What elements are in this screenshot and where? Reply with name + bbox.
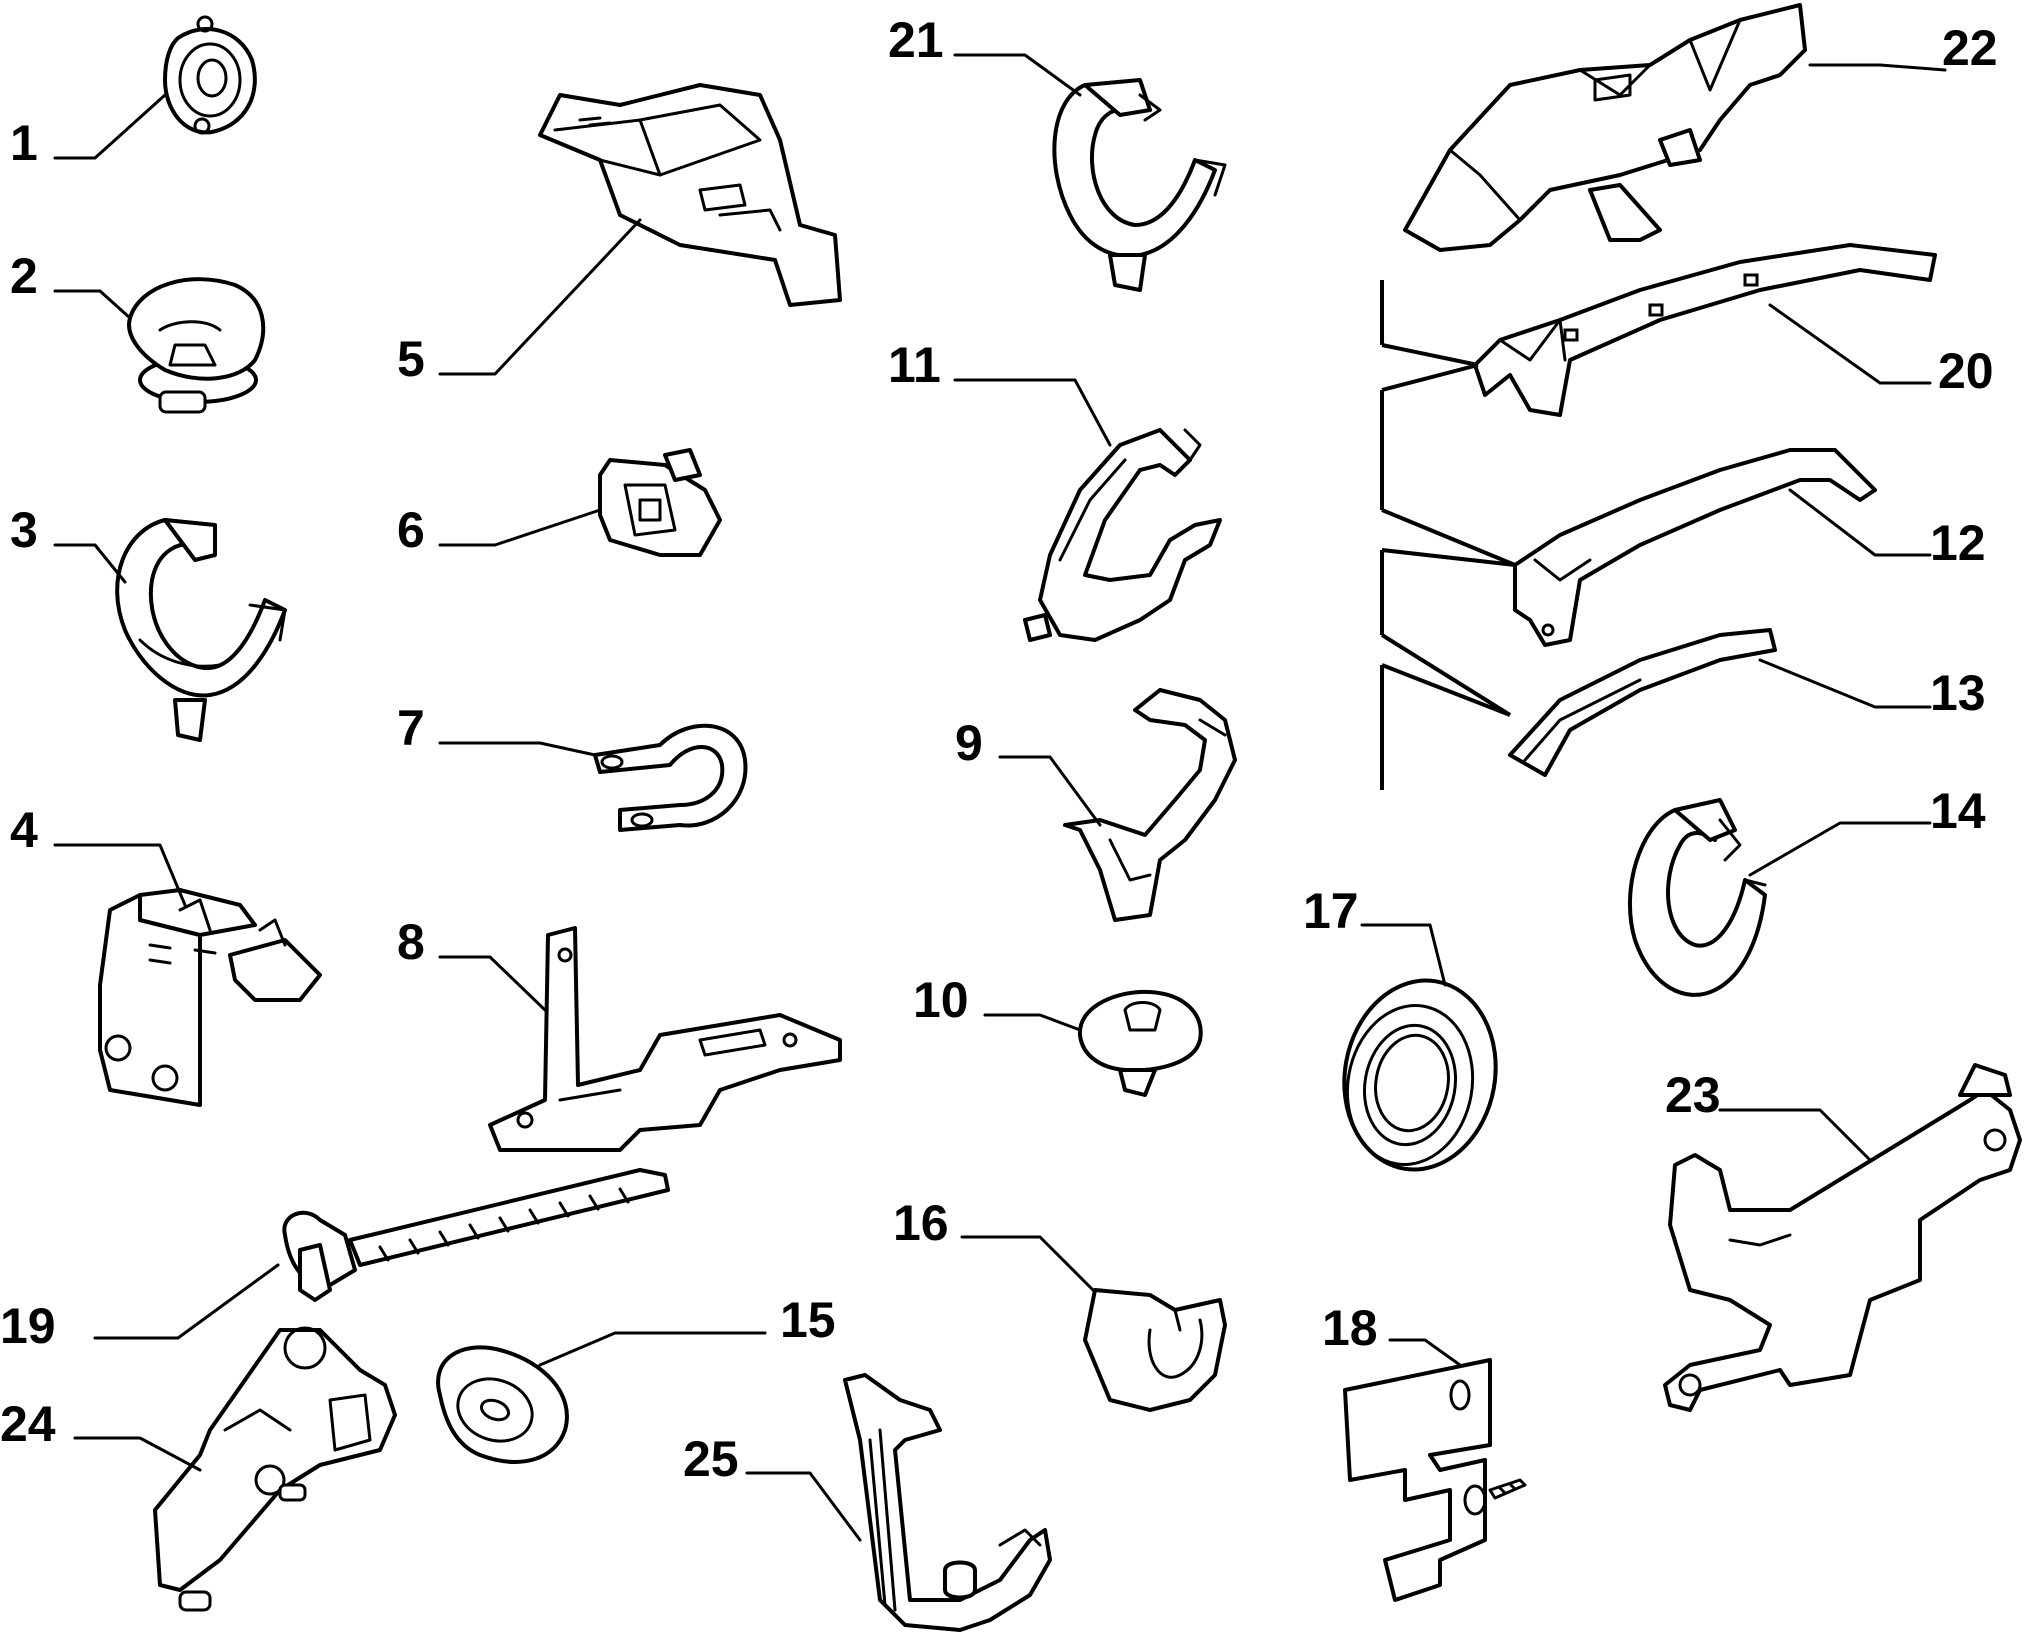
part-5-rail-drawing	[538, 83, 842, 307]
leader-4	[53, 843, 187, 907]
part-1-cap-drawing	[163, 15, 257, 135]
leader-25	[745, 1471, 862, 1542]
leader-15	[538, 1331, 767, 1367]
leader-10	[983, 1013, 1082, 1032]
leader-8	[438, 955, 547, 1012]
callout-24: 24	[0, 1396, 56, 1452]
leader-2	[53, 289, 132, 320]
part-8-strap-drawing	[488, 926, 842, 1152]
callout-15: 15	[780, 1292, 836, 1348]
leader-21	[953, 53, 1082, 97]
callout-25: 25	[683, 1431, 739, 1487]
callout-4: 4	[10, 802, 38, 858]
callout-18: 18	[1322, 1300, 1378, 1356]
leader-3	[53, 543, 127, 584]
leader-23	[1718, 1108, 1872, 1162]
callout-8: 8	[397, 914, 425, 970]
grouping-bracket	[1380, 280, 1516, 790]
part-21-clip-drawing	[1052, 78, 1227, 292]
callout-17: 17	[1303, 883, 1359, 939]
part-17-grommet-drawing	[1342, 978, 1498, 1172]
callout-6: 6	[397, 502, 425, 558]
leader-16	[960, 1235, 1097, 1294]
leader-24	[73, 1436, 202, 1472]
callout-22: 22	[1942, 20, 1998, 76]
callout-19: 19	[0, 1298, 56, 1354]
part-7-pclamp-drawing	[593, 723, 748, 832]
part-20-channel-drawing	[1473, 243, 1937, 417]
part-12-channel-drawing	[1513, 448, 1877, 647]
callout-16: 16	[893, 1195, 949, 1251]
part-9-clip-drawing	[1063, 688, 1237, 922]
part-18-plate-drawing	[1343, 1358, 1527, 1602]
part-3-clip-drawing	[115, 518, 287, 742]
part-4-bracket-drawing	[98, 888, 322, 1107]
leader-9	[998, 755, 1102, 827]
leader-7	[438, 741, 597, 757]
callout-7: 7	[397, 700, 425, 756]
part-10-rivet-drawing	[1077, 989, 1203, 1097]
part-13-tube-drawing	[1508, 628, 1777, 777]
leader-11	[953, 378, 1112, 447]
part-6-connector-drawing	[598, 448, 722, 557]
part-16-clamp-drawing	[1083, 1288, 1227, 1412]
callout-13: 13	[1930, 665, 1986, 721]
part-15-grommet-drawing	[436, 1345, 569, 1464]
leader-5	[438, 218, 642, 376]
leader-17	[1360, 923, 1447, 987]
callout-23: 23	[1665, 1067, 1721, 1123]
callout-14: 14	[1930, 783, 1986, 839]
leader-13	[1758, 658, 1932, 709]
part-25-bracket-drawing	[843, 1373, 1052, 1632]
callout-2: 2	[10, 248, 38, 304]
callout-20: 20	[1938, 343, 1994, 399]
leader-20	[1768, 303, 1932, 385]
leader-18	[1388, 1338, 1462, 1367]
part-14-clip-drawing	[1627, 798, 1767, 997]
callout-3: 3	[10, 502, 38, 558]
part-24-bracket-drawing	[153, 1326, 397, 1612]
part-23-arm-drawing	[1663, 1063, 2022, 1412]
leader-12	[1788, 488, 1932, 557]
leader-22	[1808, 63, 1947, 72]
callout-11: 11	[888, 337, 941, 393]
callout-12: 12	[1930, 515, 1986, 571]
part-2-clip-drawing	[127, 277, 266, 414]
callout-1: 1	[10, 115, 38, 171]
part-11-clip-drawing	[1023, 428, 1222, 642]
leader-19	[93, 1263, 280, 1340]
leader-14	[1748, 821, 1932, 877]
callout-21: 21	[888, 12, 944, 68]
leader-1	[53, 93, 167, 160]
callout-9: 9	[955, 715, 983, 771]
callout-5: 5	[397, 331, 425, 387]
part-19-cable-tie-drawing	[282, 1168, 670, 1302]
part-22-duct-drawing	[1403, 3, 1807, 252]
callout-10: 10	[913, 972, 969, 1028]
leader-6	[438, 508, 602, 547]
